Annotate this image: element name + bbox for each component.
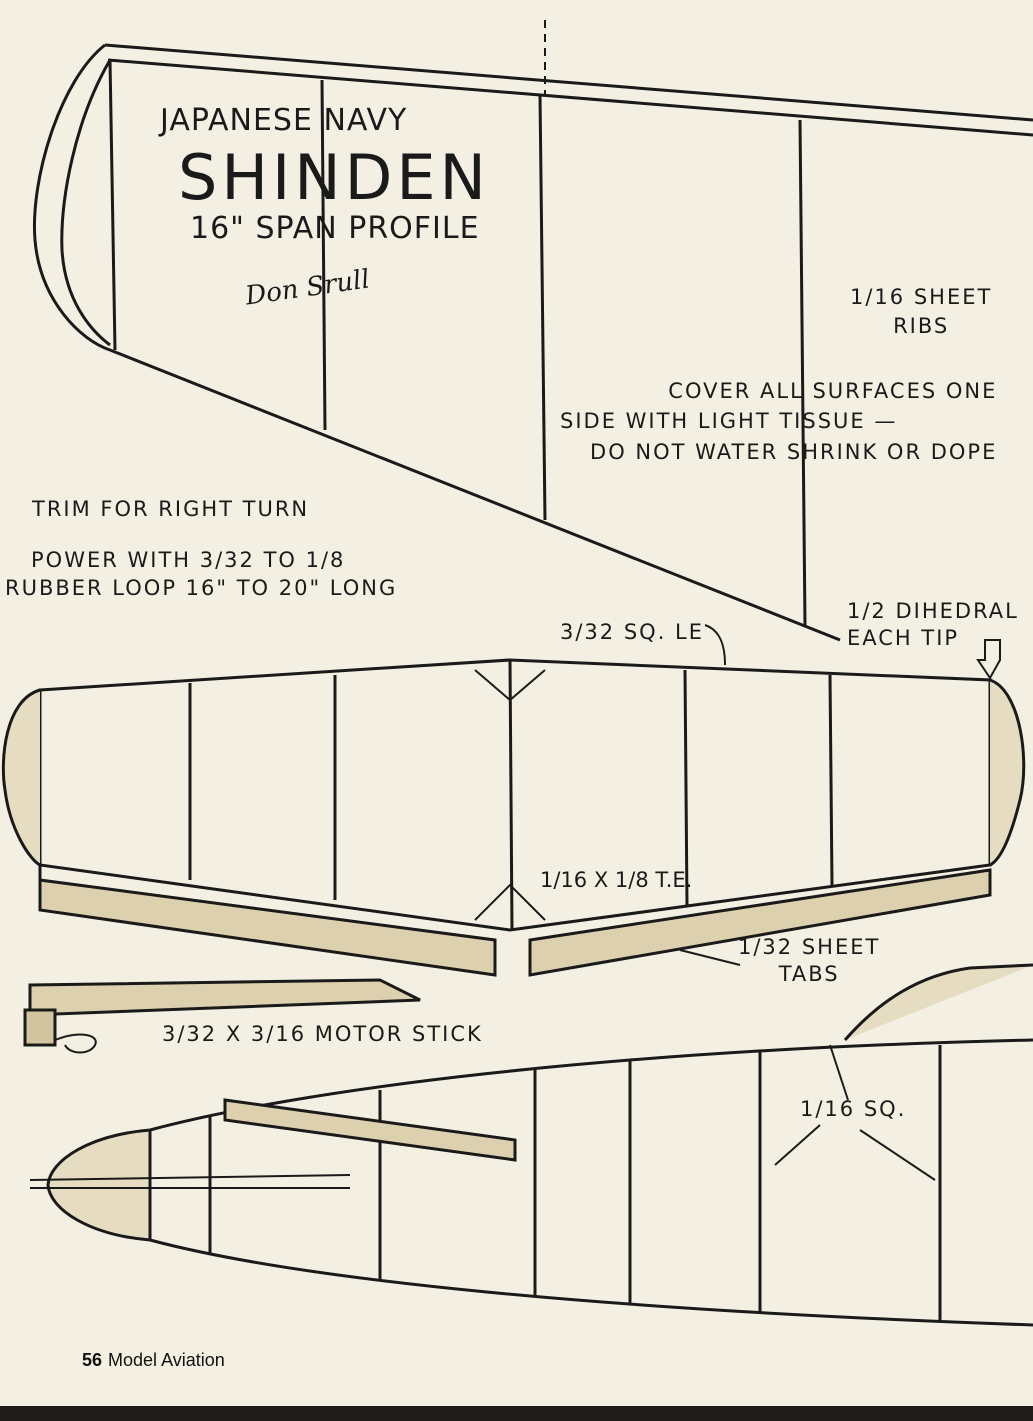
tabs-note: 1/32 SHEET TABS xyxy=(738,934,880,989)
title-line-1: JAPANESE NAVY xyxy=(160,103,408,138)
cover-note-line: DO NOT WATER SHRINK OR DOPE xyxy=(590,439,998,464)
title-line-3: 16" SPAN PROFILE xyxy=(190,211,480,246)
cover-note-line: COVER ALL SURFACES ONE xyxy=(668,379,998,403)
dihedral-note: 1/2 DIHEDRAL EACH TIP xyxy=(847,598,1019,653)
leading-edge-note: 3/32 SQ. LE xyxy=(560,620,705,644)
fuselage-note: 1/16 SQ. xyxy=(800,1097,907,1121)
power-note-line: POWER WITH 3/32 TO 1/8 xyxy=(31,548,346,572)
dihedral-note-line: 1/2 DIHEDRAL xyxy=(847,599,1019,623)
motor-stick xyxy=(23,978,421,1054)
page-title: SHINDEN xyxy=(178,141,490,214)
ribs-note-line: 1/16 SHEET xyxy=(850,285,993,309)
power-note: POWER WITH 3/32 TO 1/8 RUBBER LOOP 16" T… xyxy=(5,546,397,603)
wing-outline xyxy=(1,624,1026,977)
tabs-note-line: TABS xyxy=(778,962,840,987)
ribs-note-line: RIBS xyxy=(893,314,950,339)
motor-stick-note: 3/32 X 3/16 MOTOR STICK xyxy=(162,1022,483,1046)
fuselage-outline xyxy=(29,963,1033,1327)
page-number: 56 xyxy=(82,1350,103,1370)
ribs-note: 1/16 SHEET RIBS xyxy=(850,283,992,342)
cover-note-line: SIDE WITH LIGHT TISSUE — xyxy=(560,409,898,434)
trim-note: TRIM FOR RIGHT TURN xyxy=(32,497,310,521)
power-note-line: RUBBER LOOP 16" TO 20" LONG xyxy=(5,576,398,601)
trailing-edge-note: 1/16 X 1/8 T.E. xyxy=(540,868,693,892)
fin-outline xyxy=(32,20,1033,642)
tabs-note-line: 1/32 SHEET xyxy=(738,935,881,959)
cover-note: COVER ALL SURFACES ONE SIDE WITH LIGHT T… xyxy=(560,376,997,467)
dihedral-note-line: EACH TIP xyxy=(847,626,960,651)
magazine-name: Model Aviation xyxy=(108,1350,225,1370)
